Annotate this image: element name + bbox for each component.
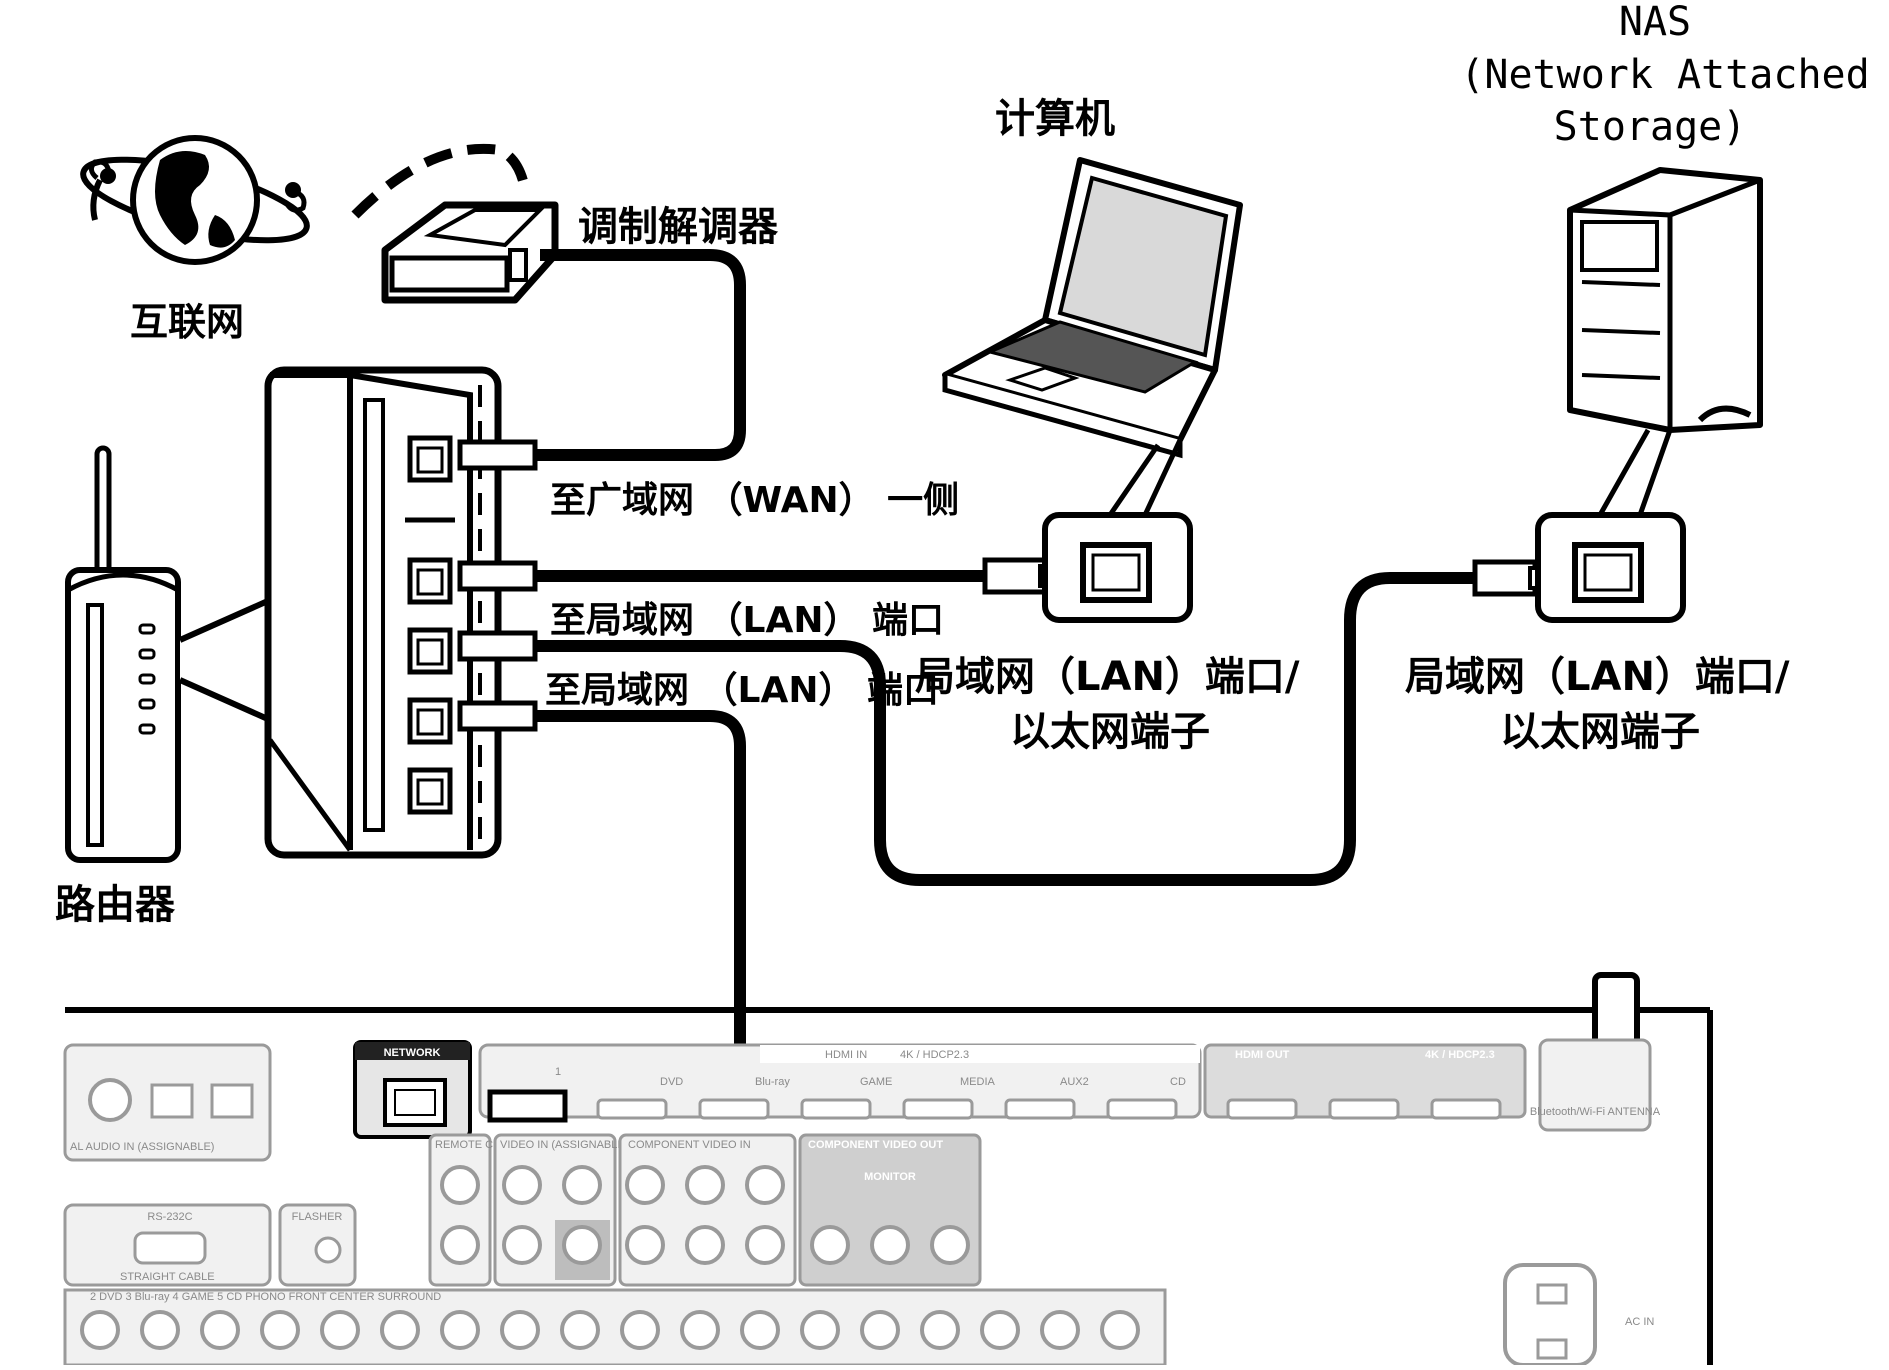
hdmi-in-game: GAME xyxy=(860,1076,892,1088)
plug-nas xyxy=(1472,559,1538,597)
hdmi-in-cd: CD xyxy=(1170,1076,1186,1088)
wireless-link xyxy=(351,143,530,219)
router-lan-port-4 xyxy=(407,767,453,815)
router-lan-port-1 xyxy=(407,557,453,605)
plug-computer xyxy=(982,557,1048,595)
hdmi-out-spec: 4K / HDCP2.3 xyxy=(1425,1049,1495,1061)
cable-to-nas xyxy=(535,572,1480,886)
internet-globe-icon xyxy=(80,135,310,265)
straight-cable-label: STRAIGHT CABLE xyxy=(120,1271,215,1283)
modem-cable xyxy=(520,249,746,461)
hdmi-in-ports xyxy=(596,1098,1178,1120)
computer-label: 计算机 xyxy=(995,96,1115,142)
computer-port-label-2: 以太网端子 xyxy=(1010,709,1210,755)
network-label: NETWORK xyxy=(384,1047,441,1059)
internet-label: 互联网 xyxy=(130,300,244,344)
laptop-icon xyxy=(942,157,1243,459)
bottom-jacks xyxy=(80,1310,1140,1350)
router-icon xyxy=(65,445,181,863)
plug-lan-pc xyxy=(457,560,538,592)
nas-port-label-1: 局域网（LAN）端口/ xyxy=(1405,654,1790,700)
nas-subtitle-1: (Network Attached xyxy=(1460,52,1869,98)
hdmi-in-1: 1 xyxy=(555,1066,561,1078)
computer-callout xyxy=(1107,438,1183,517)
receiver-rear-panel: Bluetooth/Wi-Fi ANTENNA HDMI IN 4K / HDC… xyxy=(63,972,1713,1367)
bottom-row-labels: 2 DVD 3 Blu-ray 4 GAME 5 CD PHONO FRONT … xyxy=(90,1291,441,1303)
modem-icon xyxy=(381,201,559,304)
plug-lan-avr xyxy=(457,700,538,732)
bt-antenna-label: Bluetooth/Wi-Fi ANTENNA xyxy=(1530,1106,1661,1118)
nas-tower-icon xyxy=(1567,167,1763,433)
nas-port-label-2: 以太网端子 xyxy=(1500,709,1700,755)
nas-callout xyxy=(1597,428,1673,517)
hdmi-in-label: HDMI IN xyxy=(825,1049,867,1061)
hdmi-in-dvd: DVD xyxy=(660,1076,683,1088)
router-wan-port xyxy=(407,435,453,483)
router-callout xyxy=(178,597,273,723)
video-in-label: VIDEO IN (ASSIGNABLE) xyxy=(500,1139,628,1151)
lan-port-label-1: 至局域网 （LAN） 端口 xyxy=(550,600,944,641)
computer-port-label-1: 局域网（LAN）端口/ xyxy=(915,654,1300,700)
ac-in-label: AC IN xyxy=(1625,1316,1654,1328)
nas-lan-port xyxy=(1535,512,1686,623)
hdmi-in-bluray: Blu-ray xyxy=(755,1076,790,1088)
wan-side-label: 至广域网 （WAN） 一侧 xyxy=(550,480,959,521)
hdmi-in-aux2: AUX2 xyxy=(1060,1076,1089,1088)
nas-title: NAS xyxy=(1619,0,1691,45)
router-label: 路由器 xyxy=(55,882,176,928)
component-monitor-label: MONITOR xyxy=(864,1171,916,1183)
computer-lan-port xyxy=(1042,512,1193,623)
rs232c-label: RS-232C xyxy=(147,1211,192,1223)
plug-receiver xyxy=(487,1089,568,1123)
hdmi-in-media: MEDIA xyxy=(960,1076,996,1088)
plug-wan xyxy=(457,439,538,471)
router-lan-port-3 xyxy=(407,697,453,745)
hdmi-out-label: HDMI OUT xyxy=(1235,1049,1290,1061)
nas-subtitle-2: Storage) xyxy=(1554,104,1747,150)
flasher-label: FLASHER xyxy=(292,1211,343,1223)
component-out-label: COMPONENT VIDEO OUT xyxy=(808,1139,943,1151)
component-in-label: COMPONENT VIDEO IN xyxy=(628,1139,751,1151)
digital-audio-in-label: AL AUDIO IN (ASSIGNABLE) xyxy=(70,1141,214,1153)
plug-lan-nas xyxy=(457,630,538,662)
lan-port-label-2: 至局域网 （LAN） 端口 xyxy=(545,670,939,711)
modem-label: 调制解调器 xyxy=(578,204,779,250)
router-lan-port-2 xyxy=(407,627,453,675)
hdmi-in-spec: 4K / HDCP2.3 xyxy=(900,1049,969,1061)
